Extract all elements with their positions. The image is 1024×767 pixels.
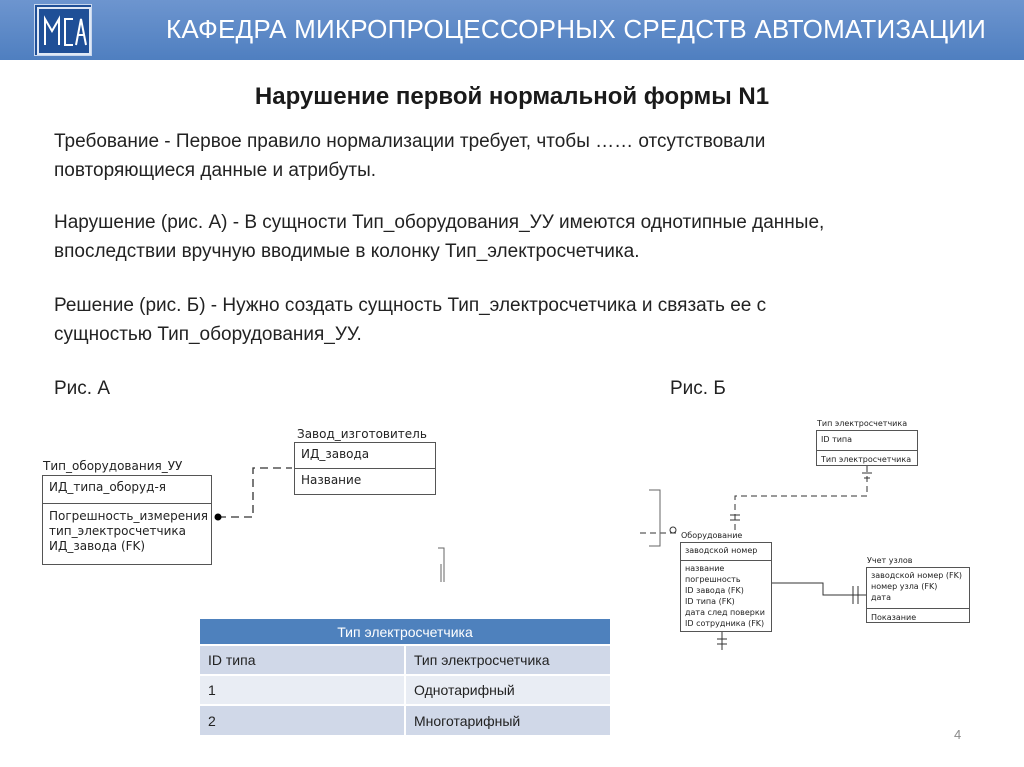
entity-nodes-title: Учет узлов xyxy=(867,556,913,565)
entity-key-field: заводской номер (FK) xyxy=(871,571,962,580)
violation-line-1: Нарушение (рис. А) - В сущности Тип_обор… xyxy=(54,212,825,233)
entity-equipment: заводской номер название погрешность ID … xyxy=(680,542,772,632)
entity-attr: ID завода (FK) xyxy=(685,586,744,595)
entity-key-field: ID типа xyxy=(821,435,853,444)
table-cell: 1 xyxy=(200,674,405,705)
header-bar: КАФЕДРА МИКРОПРОЦЕССОРНЫХ СРЕДСТВ АВТОМА… xyxy=(0,0,1024,60)
type-to-equipment-line xyxy=(734,466,868,534)
fig-a-label: Рис. А xyxy=(54,378,111,399)
requirement-text: Требование - Первое правило нормализации… xyxy=(54,127,984,185)
relationship-line-a xyxy=(218,467,292,518)
entity-key-field: заводской номер xyxy=(685,546,758,555)
entity-attr: название xyxy=(685,564,725,573)
solution-text: Решение (рис. Б) - Нужно создать сущност… xyxy=(54,291,984,349)
entity-attr: ID типа (FK) xyxy=(685,597,735,606)
entity-equipment-title: Оборудование xyxy=(681,531,743,540)
table-row: ID типа Тип электросчетчика xyxy=(200,644,610,675)
table-row: 2 Многотарифный xyxy=(200,704,610,735)
solution-line-1: Решение (рис. Б) - Нужно создать сущност… xyxy=(54,295,767,316)
solution-line-2: сущностью Тип_оборудования_УУ. xyxy=(54,324,362,345)
entity-attr: Показание xyxy=(871,613,917,622)
entity-attr: погрешность xyxy=(685,575,741,584)
table-cell: 2 xyxy=(200,704,405,735)
msa-logo-icon xyxy=(37,7,91,55)
entity-key-field: дата xyxy=(871,593,891,602)
left-fragment xyxy=(649,489,661,547)
entity-attr: тип_электросчетчика xyxy=(49,524,187,538)
table-header: Тип электросчетчика xyxy=(200,619,610,645)
requirement-line-1: Требование - Первое правило нормализации… xyxy=(54,131,766,152)
entity-attr: дата след поверки xyxy=(685,608,765,617)
fig-b-label: Рис. Б xyxy=(670,378,726,399)
header-title: КАФЕДРА МИКРОПРОЦЕССОРНЫХ СРЕДСТВ АВТОМА… xyxy=(166,14,987,44)
entity-manufacturer: ИД_завода Название xyxy=(294,442,436,495)
table-cell: ID типа xyxy=(200,644,405,675)
table-cell: Однотарифный xyxy=(404,674,610,705)
entity-type-equipment-title: Тип_оборудования_УУ xyxy=(43,459,183,473)
table-cell: Тип электросчетчика xyxy=(404,644,610,675)
entity-nodes: заводской номер (FK) номер узла (FK) дат… xyxy=(866,567,970,623)
page-number: 4 xyxy=(954,727,962,742)
entity-attr: Название xyxy=(301,473,362,487)
entity-manufacturer-title: Завод_изготовитель xyxy=(297,427,427,441)
entity-key-field: ИД_типа_оборуд-я xyxy=(49,480,166,494)
table-cell: Многотарифный xyxy=(404,704,610,735)
entity-attr: Тип электросчетчика xyxy=(821,455,912,464)
equipment-to-nodes-line xyxy=(771,582,866,596)
entity-meter-type: ID типа Тип электросчетчика xyxy=(816,430,918,466)
entity-key-field: ИД_завода xyxy=(301,447,370,461)
entity-attr: Погрешность_измерения xyxy=(49,509,208,523)
entity-type-equipment: ИД_типа_оборуд-я Погрешность_измерения т… xyxy=(42,475,212,565)
violation-text: Нарушение (рис. А) - В сущности Тип_обор… xyxy=(54,208,984,266)
entity-key-field: номер узла (FK) xyxy=(871,582,938,591)
entity-attr: ИД_завода (FK) xyxy=(49,539,146,553)
entity-attr: ID сотрудника (FK) xyxy=(685,619,765,628)
entity-meter-type-title: Тип электросчетчика xyxy=(817,419,908,428)
relationship-endpoint-dot xyxy=(214,513,222,521)
slide-title: Нарушение первой нормальной формы N1 xyxy=(254,83,770,110)
logo xyxy=(34,4,92,56)
partial-entity-fragment xyxy=(438,547,445,582)
violation-line-2: впоследствии вручную вводимые в колонку … xyxy=(54,241,640,262)
requirement-line-2: повторяющиеся данные и атрибуты. xyxy=(54,160,377,181)
meter-type-table: Тип электросчетчика ID типа Тип электрос… xyxy=(200,619,610,735)
table-row: 1 Однотарифный xyxy=(200,674,610,705)
